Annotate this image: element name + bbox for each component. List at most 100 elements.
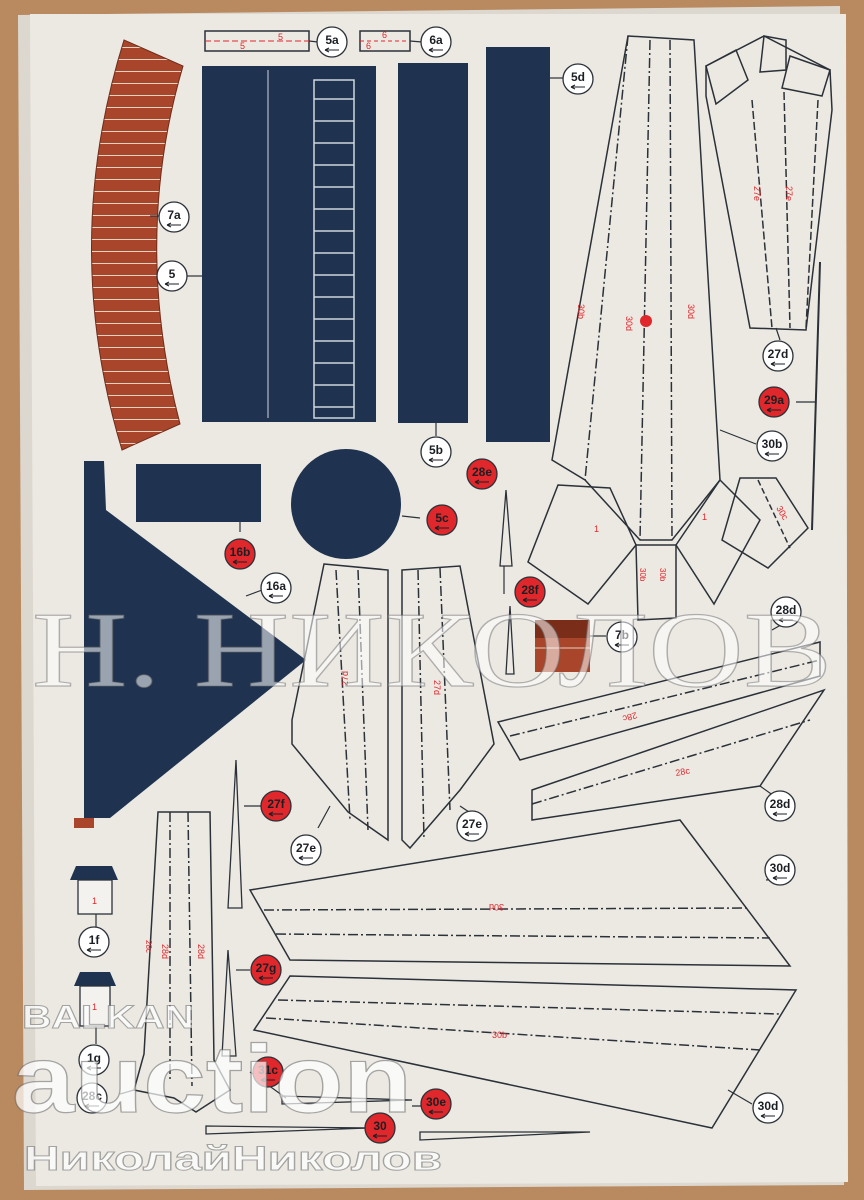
part-label-27g: 27g [250,954,282,986]
part-label-28d-mid: 28d [764,790,796,822]
arrow-icon [86,947,101,953]
part-27d-long [291,563,389,842]
label-text: 7b [615,628,629,642]
label-circle [764,854,796,886]
label-circle [420,26,452,58]
part-label-16b: 16b [224,538,256,570]
part-label-5a: 5a [316,26,348,58]
label-circle [426,504,458,536]
watermark-user: НиколайНиколов [24,1140,442,1178]
part-7a-brick-arc [91,39,184,451]
arrow-icon [474,479,489,485]
part-27g-sliver [221,949,237,1057]
arrow-icon [260,1077,275,1083]
arrow-icon [760,1113,775,1119]
label-text: 30e [426,1095,446,1109]
part-label: 28c [621,710,638,724]
part-16a-panel [84,461,306,818]
label-text: 30d [770,861,791,875]
part-label-29a: 29a [758,386,790,418]
part-label-16a: 16a [260,572,292,604]
arrow-icon [166,222,181,228]
strip-6a-num: 6 [366,41,371,51]
red-dot [640,315,652,327]
part-label-5c: 5c [426,504,458,536]
label-text: 27e [296,841,316,855]
arrow-icon [372,1133,387,1139]
part-label-30e: 30e [420,1088,452,1120]
part-label: 1 [92,1002,97,1012]
part-label: 28c [144,940,153,953]
part-5d-panel [486,47,550,442]
part-label-28f: 28f [514,576,546,608]
part-label: 30b [658,568,667,582]
arrow-icon [772,811,787,817]
label-text: 5 [169,267,176,281]
label-text: 5a [325,33,339,47]
part-label-28c: 28c [76,1082,108,1114]
label-text: 31c [258,1063,278,1077]
part-label: 30d [489,902,504,912]
ladder [313,79,355,419]
arrow-icon [258,975,273,981]
part-1f: 1 [70,866,118,915]
label-text: 7a [167,208,181,222]
label-circle [260,790,292,822]
arrow-icon [232,559,247,565]
part-label-5: 5 [156,260,188,292]
strip-5a-num: 5 [278,32,283,42]
part-27f-sliver [227,759,243,909]
part-27e-long [401,565,495,850]
part-label-27e-left: 27e [290,834,322,866]
label-circle [466,458,498,490]
part-label: 30b [576,304,586,319]
label-text: 1g [87,1051,101,1065]
part-label-30b: 30b [756,430,788,462]
part-label-30: 30 [364,1112,396,1144]
label-circle [250,954,282,986]
arrow-icon [298,855,313,861]
part-label-28e: 28e [466,458,498,490]
arrow-icon [428,457,443,463]
watermark-balkan: BALKAN [22,999,194,1035]
part-label: 1 [92,896,97,906]
part-1g: 1 [74,972,116,1027]
label-text: 27e [462,817,482,831]
part-label: 28d [196,944,206,959]
part-label-5b: 5b [420,436,452,468]
part-label-30d-bottom: 30d [752,1092,784,1124]
part-label-31c: 31c [252,1056,284,1088]
label-text: 30d [758,1099,779,1113]
label-text: 1f [89,933,101,947]
strip-5a-num: 5 [240,41,245,51]
part-label: 27d [432,680,442,695]
watermark-author: Н. НИКОЛОВ [32,591,832,710]
label-circle [76,1082,108,1114]
part-label-27f: 27f [260,790,292,822]
part-label-27d: 27d [762,340,794,372]
part-label: 30d [686,304,696,319]
arrow-icon [268,811,283,817]
arrow-icon [324,47,339,53]
label-circle [252,1056,284,1088]
part-28d-long [133,811,231,1113]
label-circle [260,572,292,604]
part-28f-sliver [505,605,515,675]
part-label: 28c [675,766,692,778]
part-label-5d: 5d [562,63,594,95]
arrow-icon [772,875,787,881]
label-text: 5d [571,70,585,84]
label-circle [562,63,594,95]
part-30d-tall [527,35,809,621]
label-circle [762,340,794,372]
label-text: 16a [266,579,286,593]
label-circle [752,1092,784,1124]
label-text: 29a [764,393,784,407]
label-text: 28e [472,465,492,479]
arrow-icon [522,597,537,603]
part-label: 27d [340,671,350,686]
label-text: 30b [762,437,783,451]
part-30d-big [248,819,792,967]
